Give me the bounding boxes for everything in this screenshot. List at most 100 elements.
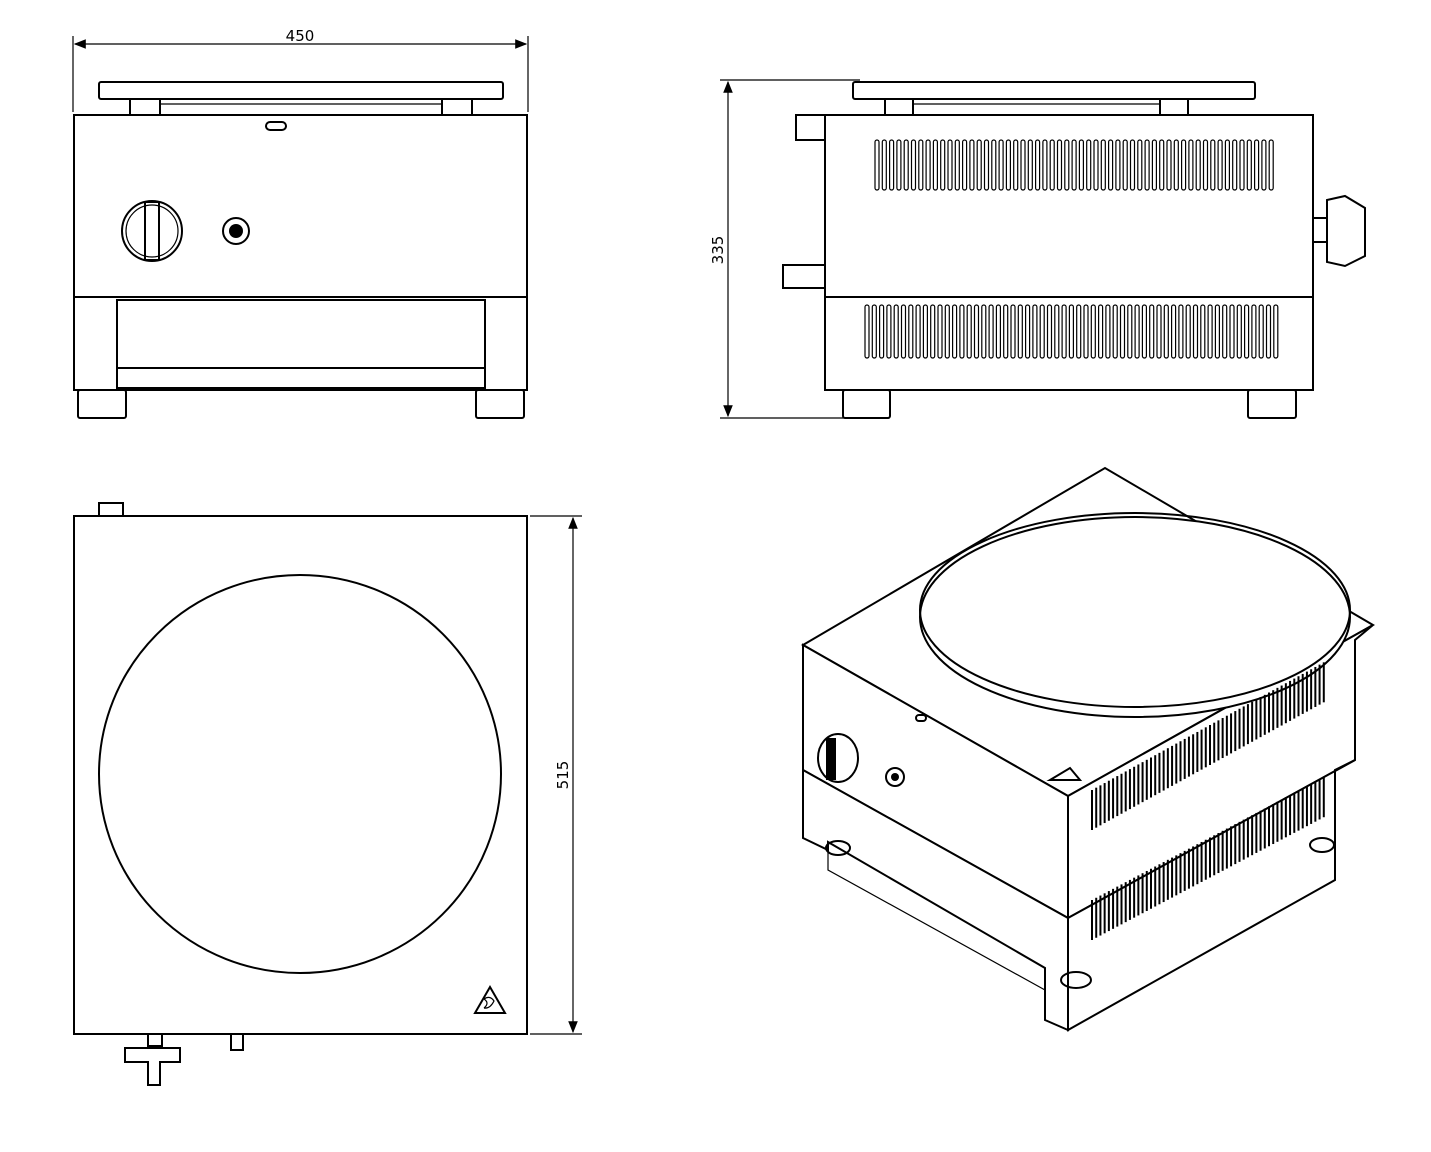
iso-front-base — [802, 768, 1069, 1032]
base-frame — [73, 296, 528, 391]
vent-slot — [1268, 139, 1274, 191]
griddle-plate — [852, 81, 1256, 100]
vent-slot — [1192, 304, 1199, 359]
griddle-plate — [98, 81, 504, 100]
vent-slot — [991, 139, 997, 191]
vent-slots-upper — [874, 139, 1274, 191]
gas-connector — [782, 264, 826, 289]
vent-slot — [1017, 304, 1023, 359]
vent-slot — [1097, 304, 1104, 359]
vent-slot — [1258, 304, 1264, 359]
vent-slot — [1020, 139, 1026, 191]
vent-slot — [1134, 304, 1140, 359]
vent-slots-lower — [864, 304, 1279, 359]
vent-slot — [1034, 139, 1041, 191]
vent-slot — [1188, 139, 1194, 191]
vent-slot — [995, 304, 1002, 359]
iso-ignition-icon — [885, 767, 905, 787]
vent-slot — [1151, 139, 1158, 191]
vent-slot — [1107, 139, 1114, 191]
vent-slot — [930, 304, 936, 359]
base-crossbar — [116, 367, 486, 389]
vent-slot — [1046, 304, 1053, 359]
vent-slot — [1071, 139, 1077, 191]
vent-slot — [1229, 304, 1235, 359]
vent-slot — [981, 304, 987, 359]
vent-slot — [1061, 304, 1067, 359]
vent-slot — [1156, 304, 1162, 359]
plate-support — [441, 98, 473, 116]
vent-slot — [1261, 139, 1267, 191]
vent-slot — [1024, 304, 1031, 359]
vent-slot — [961, 139, 968, 191]
vent-slot — [1032, 304, 1038, 359]
vent-slot — [1083, 304, 1089, 359]
vent-slot — [998, 139, 1004, 191]
side-base — [824, 296, 1314, 391]
griddle-plate-circle — [98, 574, 502, 974]
side-knob-icon — [1312, 194, 1366, 268]
vent-slot — [903, 139, 909, 191]
vent-slot — [944, 304, 950, 359]
vent-slot — [878, 304, 885, 359]
ignition-button-top — [230, 1033, 244, 1051]
vent-slot — [1214, 304, 1221, 359]
vent-slot — [1236, 304, 1242, 359]
foot — [842, 389, 891, 419]
vent-slot — [893, 304, 899, 359]
vent-slot — [1210, 139, 1216, 191]
vent-slot — [896, 139, 902, 191]
vent-slot — [1049, 139, 1055, 191]
vent-slot — [1200, 304, 1206, 359]
vent-slot — [966, 304, 972, 359]
vent-slot — [888, 139, 895, 191]
vent-slot — [922, 304, 929, 359]
vent-slot — [1122, 139, 1128, 191]
vent-slot — [1253, 139, 1260, 191]
rear-tab — [98, 502, 124, 517]
front-view: 450 — [72, 27, 529, 419]
vent-slot — [951, 304, 958, 359]
vent-slot — [1090, 304, 1096, 359]
vent-slot — [1217, 139, 1223, 191]
vent-slot — [1010, 304, 1016, 359]
vent-slot — [937, 304, 943, 359]
vent-slot — [1064, 139, 1070, 191]
vent-slot — [947, 139, 953, 191]
vent-slot — [932, 139, 939, 191]
vent-slot — [1243, 304, 1250, 359]
vent-slot — [1180, 139, 1187, 191]
depth-dimension-label: 515 — [554, 761, 572, 790]
vent-slot — [1137, 139, 1143, 191]
foot — [77, 389, 127, 419]
vent-slot — [1144, 139, 1150, 191]
vent-slot — [1027, 139, 1033, 191]
vent-slot — [864, 304, 870, 359]
vent-slot — [1239, 139, 1245, 191]
vent-slot — [1273, 304, 1279, 359]
base-opening — [116, 299, 486, 391]
top-view: 515 — [73, 502, 582, 1086]
vent-slot — [1195, 139, 1201, 191]
indicator-slot — [265, 121, 287, 131]
vent-slot — [1232, 139, 1238, 191]
vent-slot — [1100, 139, 1106, 191]
control-knob-icon — [121, 200, 183, 262]
iso-warning-icon — [1046, 766, 1083, 781]
vent-slot — [1056, 139, 1063, 191]
vent-slot — [1265, 304, 1272, 359]
vent-slot — [1246, 139, 1252, 191]
vent-slot — [908, 304, 914, 359]
vent-slot — [1207, 304, 1213, 359]
vent-slot — [969, 139, 975, 191]
vent-slot — [1086, 139, 1092, 191]
vent-slot — [871, 304, 877, 359]
vent-slot — [1013, 139, 1019, 191]
vent-slot — [874, 139, 880, 191]
vent-slot — [1159, 139, 1165, 191]
vent-slot — [1251, 304, 1257, 359]
vent-slot — [1202, 139, 1209, 191]
vent-slot — [918, 139, 924, 191]
width-dimension-label: 450 — [286, 27, 315, 45]
